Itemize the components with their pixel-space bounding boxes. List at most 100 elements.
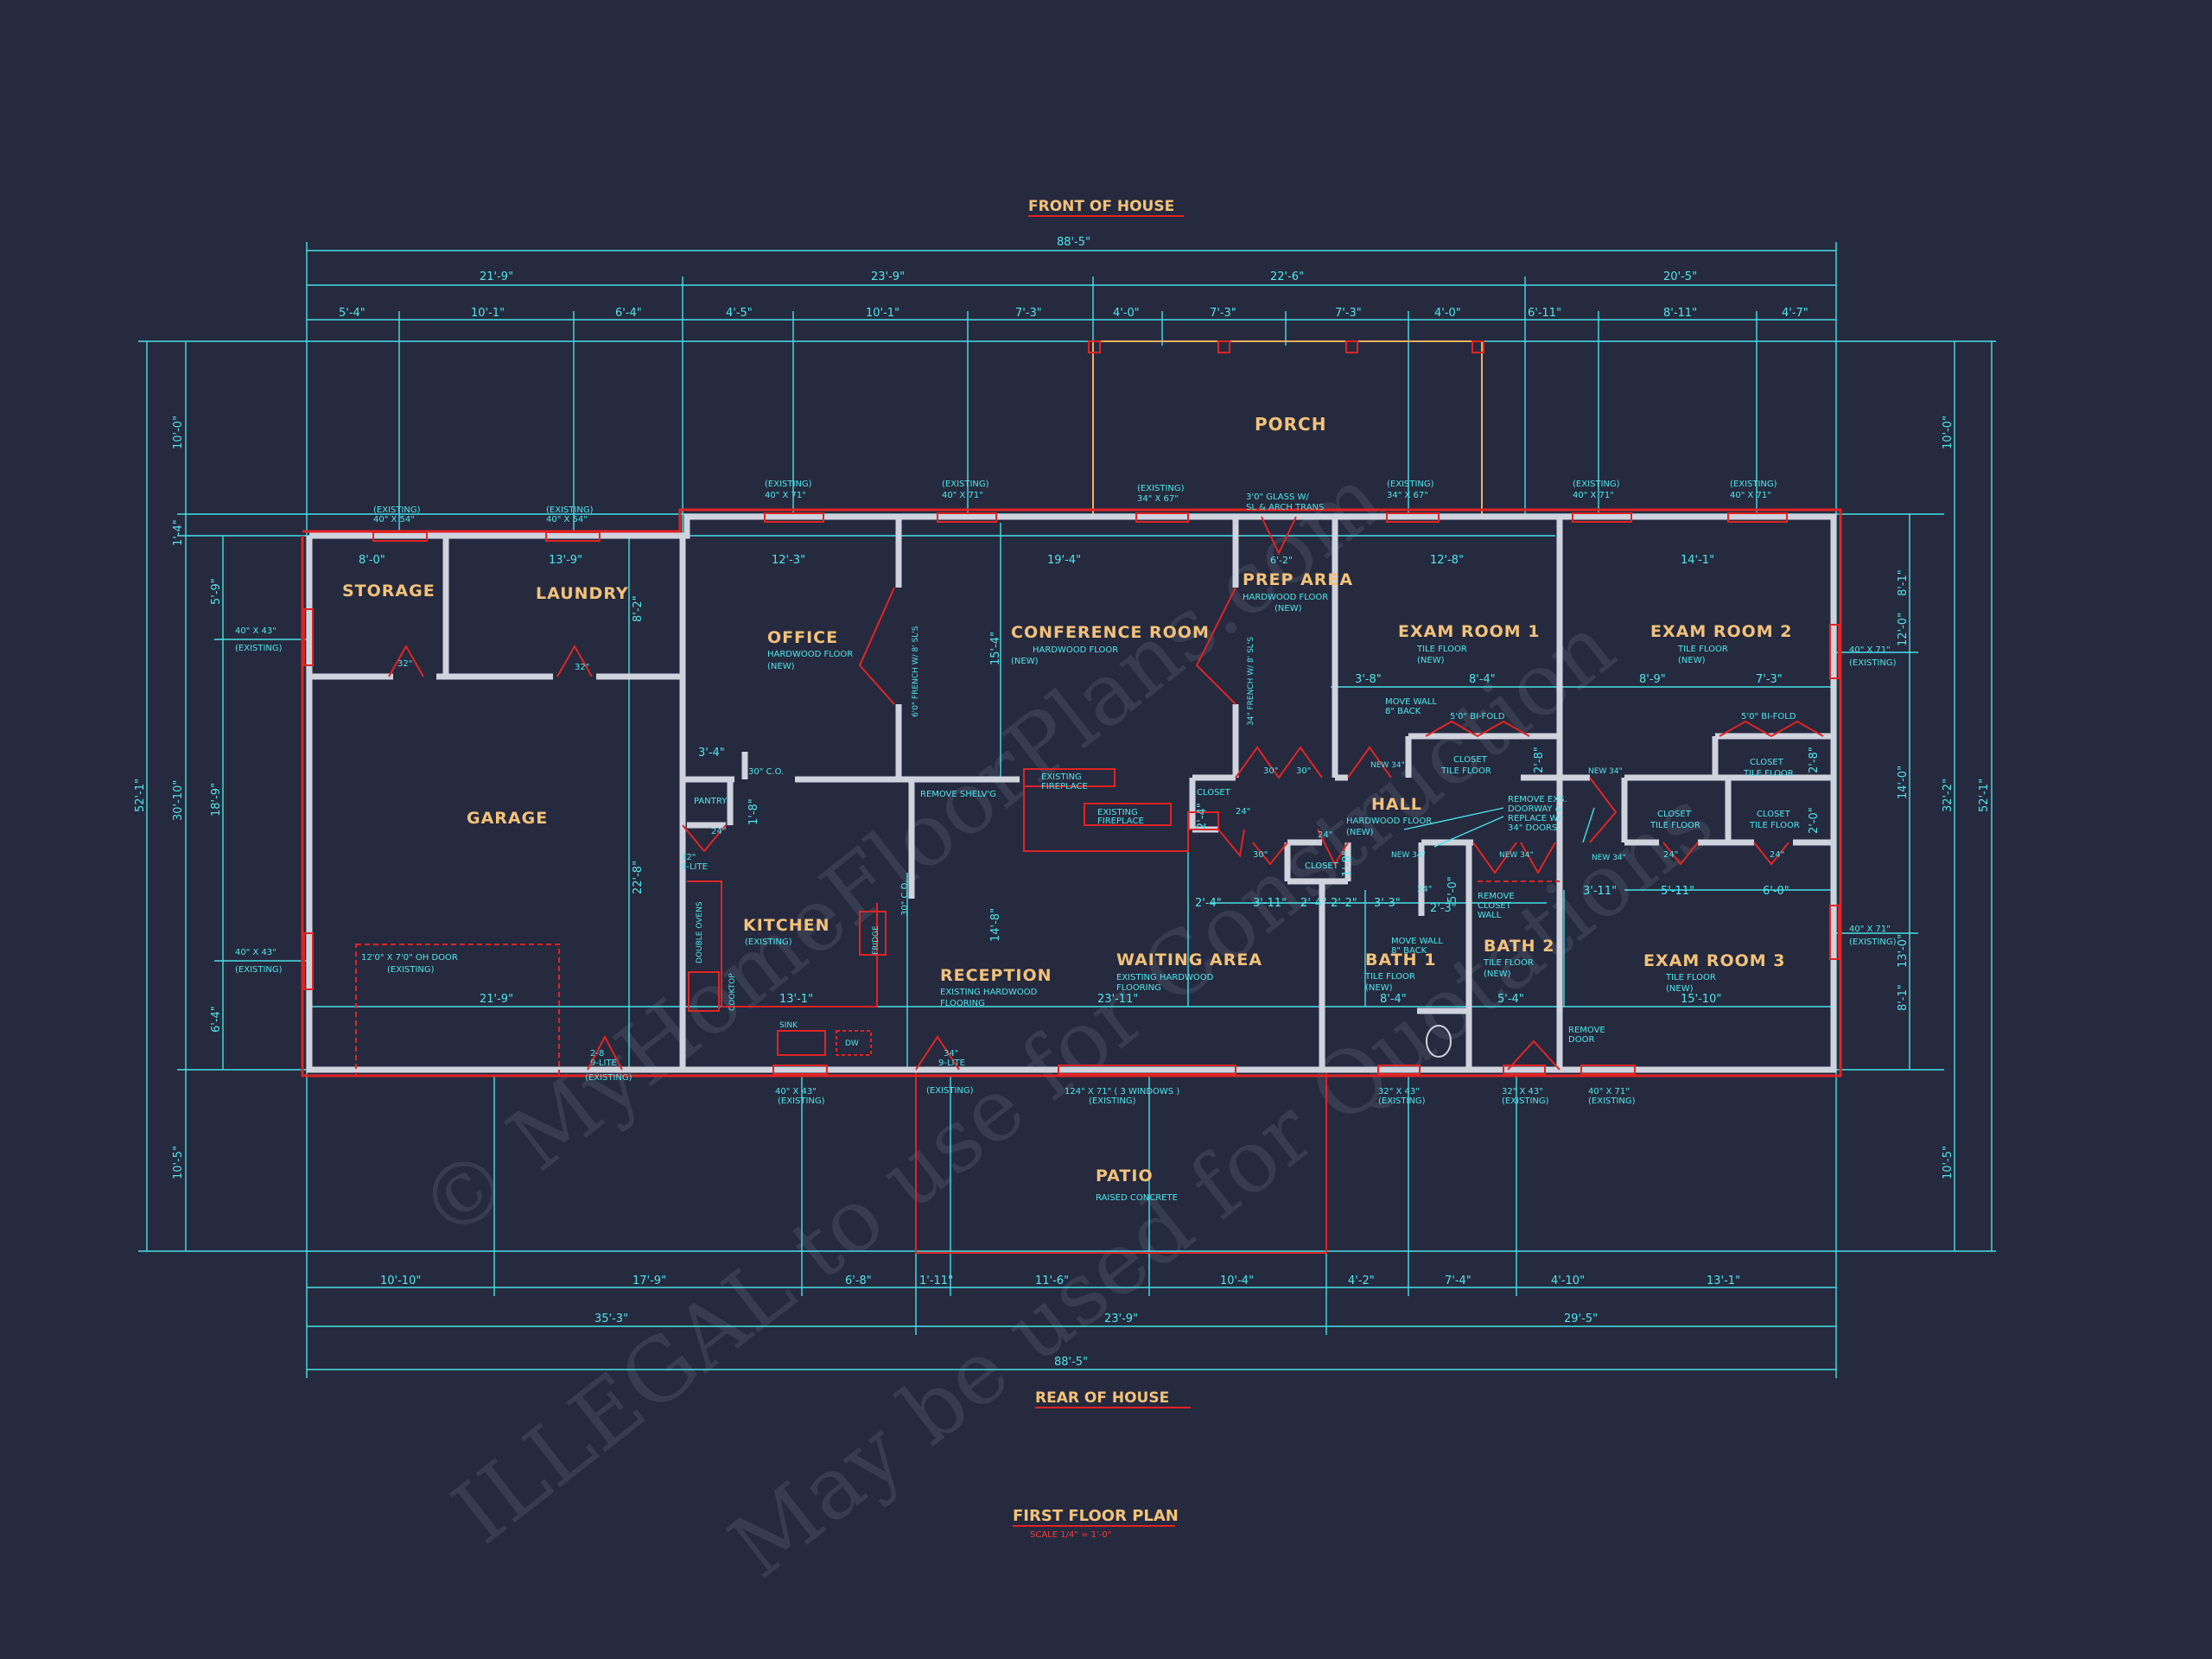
svg-text:6'-8": 6'-8" [845,1274,872,1287]
svg-text:8'-4": 8'-4" [1380,993,1407,1006]
svg-text:30": 30" [1253,850,1268,860]
interior-dimension-labels: 8'-0" 13'-9" 12'-3" 19'-4" 12'-8" 14'-1"… [359,554,1821,1006]
svg-text:40" X 54": 40" X 54" [373,515,415,524]
svg-text:24": 24" [1236,807,1250,817]
svg-text:(NEW): (NEW) [1011,657,1039,666]
svg-text:2'-8": 2'-8" [1533,747,1546,773]
svg-text:(EXISTING): (EXISTING) [1137,484,1185,493]
svg-text:5'-0": 5'-0" [1446,876,1459,903]
svg-text:24": 24" [1318,830,1332,840]
svg-text:(NEW): (NEW) [1678,656,1706,665]
svg-text:32" X 43": 32" X 43" [1502,1087,1543,1096]
svg-text:DOUBLE OVENS: DOUBLE OVENS [696,901,704,963]
svg-text:30'-10": 30'-10" [172,780,185,821]
svg-text:7'-3": 7'-3" [1210,307,1236,320]
svg-text:MOVE WALL: MOVE WALL [1385,697,1437,707]
svg-text:(EXISTING): (EXISTING) [1387,480,1434,489]
svg-text:22'-8": 22'-8" [632,861,645,894]
svg-text:12'-0": 12'-0" [1897,613,1910,646]
room-office: OFFICE [767,628,838,647]
svg-text:NEW 34": NEW 34" [1391,851,1426,860]
svg-text:8" BACK: 8" BACK [1391,946,1427,956]
svg-text:(EXISTING): (EXISTING) [1849,658,1897,668]
svg-text:REMOVE SHELV'G: REMOVE SHELV'G [920,790,996,799]
svg-text:23'-9": 23'-9" [1104,1313,1138,1325]
svg-text:2'-0": 2'-0" [1808,807,1821,834]
svg-text:(EXISTING): (EXISTING) [235,644,283,653]
room-bath-2: BATH 2 [1484,937,1554,956]
svg-text:(EXISTING): (EXISTING) [546,505,594,515]
svg-text:WALL: WALL [1478,911,1502,920]
svg-text:1'-8": 1'-8" [747,798,760,825]
svg-text:6'-4": 6'-4" [615,307,642,320]
room-laundry: LAUNDRY [536,584,629,603]
svg-text:40" X 43": 40" X 43" [235,626,276,636]
svg-text:4'-0": 4'-0" [1434,307,1461,320]
svg-text:11'-6": 11'-6" [1035,1274,1069,1287]
svg-text:2'-4": 2'-4" [1196,803,1209,830]
svg-text:(EXISTING): (EXISTING) [942,480,989,489]
svg-text:7'-4": 7'-4" [1445,1274,1471,1287]
svg-text:40" X 71": 40" X 71" [1849,925,1891,934]
room-exam-2: EXAM ROOM 2 [1650,622,1793,641]
room-garage: GARAGE [467,809,548,828]
svg-text:34" DOORS: 34" DOORS [1508,823,1557,833]
svg-text:EXISTING HARDWOOD: EXISTING HARDWOOD [940,988,1038,997]
svg-text:SL & ARCH TRANS: SL & ARCH TRANS [1246,503,1324,512]
svg-text:(NEW): (NEW) [767,662,795,671]
svg-text:34" X 67": 34" X 67" [1137,494,1179,504]
svg-text:TILE FLOOR: TILE FLOOR [1416,645,1467,654]
svg-text:7'-3": 7'-3" [1756,673,1783,686]
svg-text:2'-2": 2'-2" [1331,897,1357,910]
svg-text:4'-0": 4'-0" [1113,307,1140,320]
room-hall: HALL [1371,795,1422,814]
svg-text:HARDWOOD FLOOR: HARDWOOD FLOOR [1243,593,1328,602]
svg-text:40" X 71": 40" X 71" [1849,645,1891,655]
svg-text:14'-8": 14'-8" [989,908,1002,942]
svg-text:CLOSET: CLOSET [1197,788,1231,798]
svg-text:(EXISTING): (EXISTING) [235,965,283,975]
svg-text:SINK: SINK [779,1021,798,1030]
svg-text:2'-4": 2'-4" [1195,897,1222,910]
svg-text:(EXISTING): (EXISTING) [765,480,812,489]
svg-text:8'-9": 8'-9" [1639,673,1666,686]
svg-text:DOORWAY &: DOORWAY & [1508,804,1562,814]
svg-text:(EXISTING): (EXISTING) [1089,1096,1136,1106]
svg-text:3'-4": 3'-4" [698,747,725,760]
svg-text:4'-5": 4'-5" [726,307,753,320]
svg-text:5'-9": 5'-9" [210,578,223,605]
room-bath-1: BATH 1 [1365,950,1436,969]
svg-text:FIREPLACE: FIREPLACE [1097,817,1144,826]
svg-text:6'-0": 6'-0" [1763,885,1789,898]
front-of-house-label: FRONT OF HOUSE [1028,198,1174,215]
svg-text:4'-7": 4'-7" [1782,307,1808,320]
svg-text:13'-1": 13'-1" [779,993,813,1006]
svg-text:8'-0": 8'-0" [359,554,385,567]
svg-text:REPLACE W/: REPLACE W/ [1508,814,1561,823]
svg-text:6'-11": 6'-11" [1528,307,1561,320]
room-patio: PATIO [1096,1166,1154,1185]
svg-text:40" X 43": 40" X 43" [775,1087,817,1096]
svg-text:DOOR: DOOR [1568,1035,1594,1045]
svg-text:8'-1": 8'-1" [1897,984,1910,1011]
svg-text:24": 24" [1663,850,1678,860]
room-exam-3: EXAM ROOM 3 [1643,951,1786,970]
svg-text:8" BACK: 8" BACK [1385,707,1421,716]
svg-text:1'-8": 1'-8" [1341,850,1354,877]
svg-text:6'-4": 6'-4" [210,1006,223,1033]
right-dimensions: 52'-1" 10'-0" 32'-2" 10'-5" 8'-1" 12'-0"… [1832,341,1993,1251]
svg-text:23'-9": 23'-9" [871,270,905,283]
svg-text:3'-8": 3'-8" [1355,673,1382,686]
svg-text:40" X 43": 40" X 43" [235,948,276,957]
interior-walls [309,517,1834,1070]
bottom-dimensions: 10'-10" 17'-9" 6'-8" 1'-11" 11'-6" 10'-4… [306,1071,1837,1378]
svg-text:52'-1": 52'-1" [1978,779,1991,812]
doors-and-new-work [303,512,1840,1077]
svg-text:(NEW): (NEW) [1666,984,1694,994]
svg-text:23'-11": 23'-11" [1097,993,1138,1006]
svg-text:40" X 71": 40" X 71" [765,491,806,500]
svg-text:13'-9": 13'-9" [549,554,582,567]
svg-text:3'0" GLASS W/: 3'0" GLASS W/ [1246,493,1309,502]
exterior-walls [301,508,1842,1077]
